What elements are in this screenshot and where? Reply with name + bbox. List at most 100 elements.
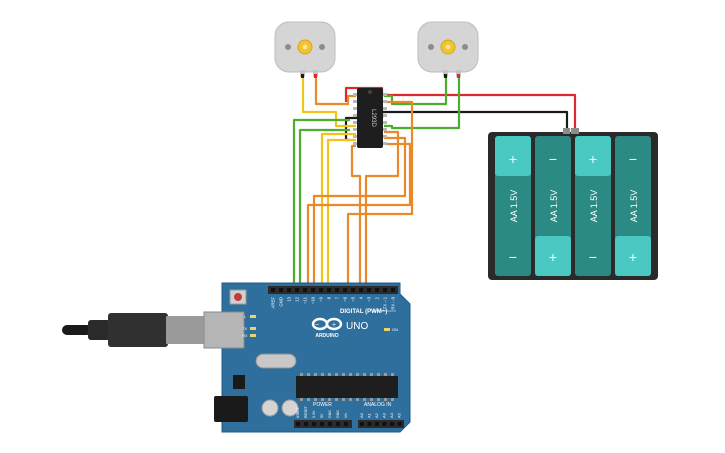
digital-pin-label: 12 [295,296,300,301]
digital-pin-label: GND [279,297,284,307]
digital-pin-label: ~9 [319,296,324,302]
analog-pin-label: A4 [389,412,394,418]
analog-pin-label: A3 [382,412,387,418]
digital-pin-hole[interactable] [319,288,323,292]
wire-pin-10[interactable] [326,138,356,284]
wire-motor-left-a[interactable] [301,76,356,128]
analog-pin-label: A1 [367,412,372,418]
motor-left[interactable] [274,21,336,78]
cell-voltage-label: AA 1.5V [629,190,639,223]
cell-top-terminal: + [589,151,597,167]
logo-minus-icon: − [314,321,319,328]
wires [292,76,577,284]
cell-top-terminal: + [509,151,517,167]
cell-bottom-terminal: − [589,249,597,265]
cell-top-terminal: − [549,151,557,167]
battery-cell: − + AA 1.5V [615,136,651,276]
digital-pin-hole[interactable] [391,288,395,292]
digital-pin-hole[interactable] [375,288,379,292]
wire-pin-5[interactable] [350,144,362,284]
analog-pin-hole[interactable] [360,422,364,426]
digital-pin-hole[interactable] [351,288,355,292]
power-pin-hole[interactable] [304,422,308,426]
cell-voltage-label: AA 1.5V [589,190,599,223]
power-pin-label: 5V [320,413,324,418]
digital-header[interactable] [268,286,398,294]
wire-motor-left-b[interactable] [314,76,356,106]
power-pin-hole[interactable] [336,422,340,426]
wire-pin-6[interactable] [364,130,400,284]
power-pin-label: GND [328,410,332,418]
battery-cell: + − AA 1.5V [575,136,611,276]
digital-pin-label: ~6 [343,296,348,302]
digital-pin-hole[interactable] [303,288,307,292]
wire-pin-8[interactable] [306,142,412,284]
analog-header[interactable] [358,420,404,428]
digital-pin-hole[interactable] [279,288,283,292]
power-pin-hole[interactable] [328,422,332,426]
analog-header-label: ANALOG IN [364,402,392,408]
digital-pin-hole[interactable] [295,288,299,292]
motor-right[interactable] [417,21,479,78]
digital-pin-label: ~10 [311,296,316,304]
digital-pin-hole[interactable] [287,288,291,292]
digital-pin-hole[interactable] [383,288,387,292]
driver-chip-label: L293D [370,109,376,127]
power-jack[interactable] [214,396,248,422]
wire-pin-11[interactable] [320,132,356,284]
wire-motor-right-b[interactable] [384,76,461,130]
digital-pin-label: 2 [375,296,380,299]
on-label: ON [392,327,398,332]
digital-pin-hole[interactable] [311,288,315,292]
analog-pin-hole[interactable] [367,422,372,426]
analog-pin-hole[interactable] [390,422,394,426]
brand-label: ARDUINO [315,333,338,339]
digital-pin-label: ~5 [351,296,356,302]
led-tx-label: TX [242,326,247,331]
digital-pin-label: 13 [287,296,292,301]
led-l-label: L [244,314,247,319]
cell-top-terminal: − [629,151,637,167]
power-header-label: POWER [313,402,332,408]
wire-motor-right-a[interactable] [384,76,448,106]
power-pin-label: RESET [304,405,308,418]
digital-pin-hole[interactable] [335,288,339,292]
digital-pin-label: 7 [335,296,340,299]
power-pin-hole[interactable] [320,422,324,426]
digital-pin-hole[interactable] [343,288,347,292]
battery-cell: − + AA 1.5V [535,136,571,276]
cell-bottom-terminal: + [549,249,557,265]
power-pin-hole[interactable] [344,422,348,426]
power-pin-hole[interactable] [312,422,316,426]
logo-plus-icon: + [331,322,336,329]
analog-pin-hole[interactable] [397,422,402,426]
cell-voltage-label: AA 1.5V [509,190,519,223]
digital-pin-hole[interactable] [271,288,275,292]
digital-pin-label: 4 [359,296,364,299]
digital-header-label: DIGITAL (PWM~) [340,309,387,315]
arduino-logo-icon [311,317,343,331]
power-pin-label: Vin [344,413,348,418]
cell-bottom-terminal: + [629,249,637,265]
wire-chip-gnd[interactable] [298,128,350,284]
digital-pin-label: TX→1 [383,296,388,309]
digital-pin-label: AREF [271,297,276,309]
analog-pin-hole[interactable] [375,422,379,426]
digital-pin-label: ~3 [367,296,372,302]
digital-pin-label: 8 [327,296,332,299]
analog-pin-label: A2 [374,412,379,418]
power-pin-hole[interactable] [296,422,300,426]
analog-pin-label: A5 [397,412,402,418]
digital-pin-hole[interactable] [367,288,371,292]
model-label: UNO [346,321,368,332]
wire-chip-5v[interactable] [292,118,350,284]
digital-pin-hole[interactable] [327,288,331,292]
driver-chip[interactable]: L293D [353,88,387,148]
cell-voltage-label: AA 1.5V [549,190,559,223]
battery-pack[interactable]: +−AA 1.5V−+AA 1.5V+−AA 1.5V−+AA 1.5V [488,128,658,280]
wire-pin-4[interactable] [346,100,414,284]
digital-pin-label: RX←0 [391,296,396,309]
analog-pin-hole[interactable] [382,422,387,426]
digital-pin-hole[interactable] [359,288,363,292]
